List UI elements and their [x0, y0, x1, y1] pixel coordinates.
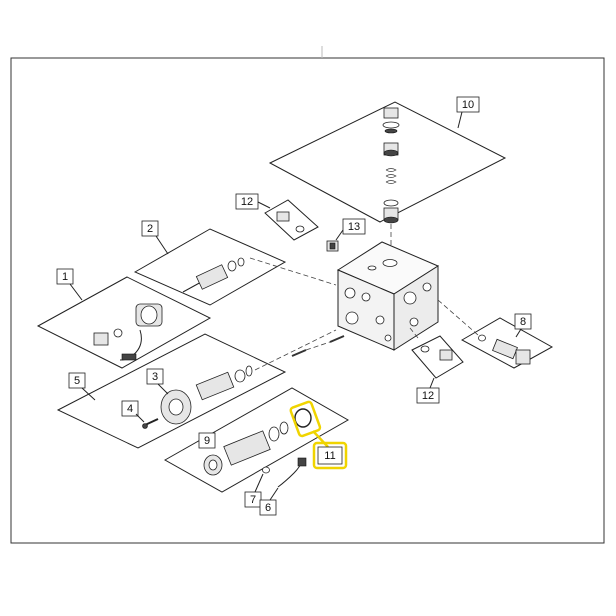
- group-1-outline: [36, 276, 212, 369]
- callout-box-3: [146, 368, 164, 385]
- group-8-outline: [460, 317, 554, 369]
- part-5-valve: [195, 365, 253, 401]
- callout-12a: 12: [241, 196, 253, 208]
- callout-box-7: [244, 491, 262, 508]
- callout-box-8: [514, 313, 532, 330]
- leader-13: [335, 229, 344, 241]
- callout-7: 7: [250, 494, 256, 506]
- part-2-solenoid-valve: [182, 257, 245, 293]
- leader-10: [457, 111, 463, 129]
- leader-2: [155, 235, 169, 255]
- group-9-outline: [163, 387, 350, 493]
- part-6-sensor: [277, 457, 307, 488]
- part-4-screw: [142, 418, 159, 429]
- callout-box-12b: [416, 387, 440, 404]
- manifold-block: [336, 241, 440, 351]
- callout-box-5: [68, 372, 86, 389]
- leader-6: [269, 487, 279, 501]
- callout-4: 4: [127, 403, 133, 415]
- callout-3: 3: [152, 371, 158, 383]
- dash-2-block: [249, 257, 337, 286]
- part-7-washer: [262, 466, 270, 474]
- part-3-knob: [160, 389, 192, 425]
- callout-6: 6: [265, 502, 271, 514]
- leader-8: [515, 328, 522, 338]
- callout-9: 9: [204, 435, 210, 447]
- callout-5: 5: [74, 375, 80, 387]
- diagram-frame: [10, 57, 605, 544]
- callout-12b: 12: [422, 390, 434, 402]
- dash-8-block: [437, 299, 479, 336]
- dash-5-block: [254, 329, 337, 371]
- leader-5: [81, 387, 96, 401]
- part-12b-fitting: [420, 345, 453, 361]
- callout-box-9: [198, 432, 216, 449]
- leader-4: [135, 413, 145, 423]
- callout-10: 10: [462, 99, 474, 111]
- group-12b-outline: [411, 335, 464, 379]
- leader-3: [157, 383, 169, 395]
- leader-1: [69, 283, 83, 301]
- callout-2: 2: [147, 223, 153, 235]
- part-10-valve-stack: [382, 107, 400, 224]
- part-13-plug: [326, 240, 339, 252]
- highlight-callout-11: [312, 441, 348, 470]
- callout-box-10: [456, 96, 480, 113]
- group-10-outline: [268, 101, 507, 223]
- callout-box-11: [317, 446, 343, 465]
- leader-7: [254, 473, 264, 493]
- part-11-oring: [294, 408, 312, 428]
- group-5-outline: [56, 333, 287, 449]
- leader-12a: [257, 201, 271, 209]
- callout-8: 8: [520, 316, 526, 328]
- part-1-coil: [93, 303, 163, 361]
- block-pins: [291, 335, 345, 357]
- leader-12b: [429, 377, 435, 389]
- callout-box-4: [121, 400, 139, 417]
- callout-box-12a: [235, 193, 259, 210]
- callout-box-1: [56, 268, 74, 285]
- callout-box-6: [259, 499, 277, 516]
- highlight-leader-11: [312, 430, 329, 448]
- group-12a-outline: [264, 199, 319, 241]
- group-2-outline: [133, 228, 287, 306]
- callout-11: 11: [324, 450, 335, 462]
- part-12a-fitting: [276, 211, 305, 233]
- dash-12b-block: [409, 327, 419, 339]
- callout-box-13: [342, 218, 366, 235]
- callout-1: 1: [62, 271, 68, 283]
- callout-13: 13: [348, 221, 360, 233]
- highlight-part-11: [289, 400, 322, 438]
- callout-box-2: [141, 220, 159, 237]
- part-9-valve: [203, 421, 289, 476]
- part-8-fitting: [478, 334, 531, 365]
